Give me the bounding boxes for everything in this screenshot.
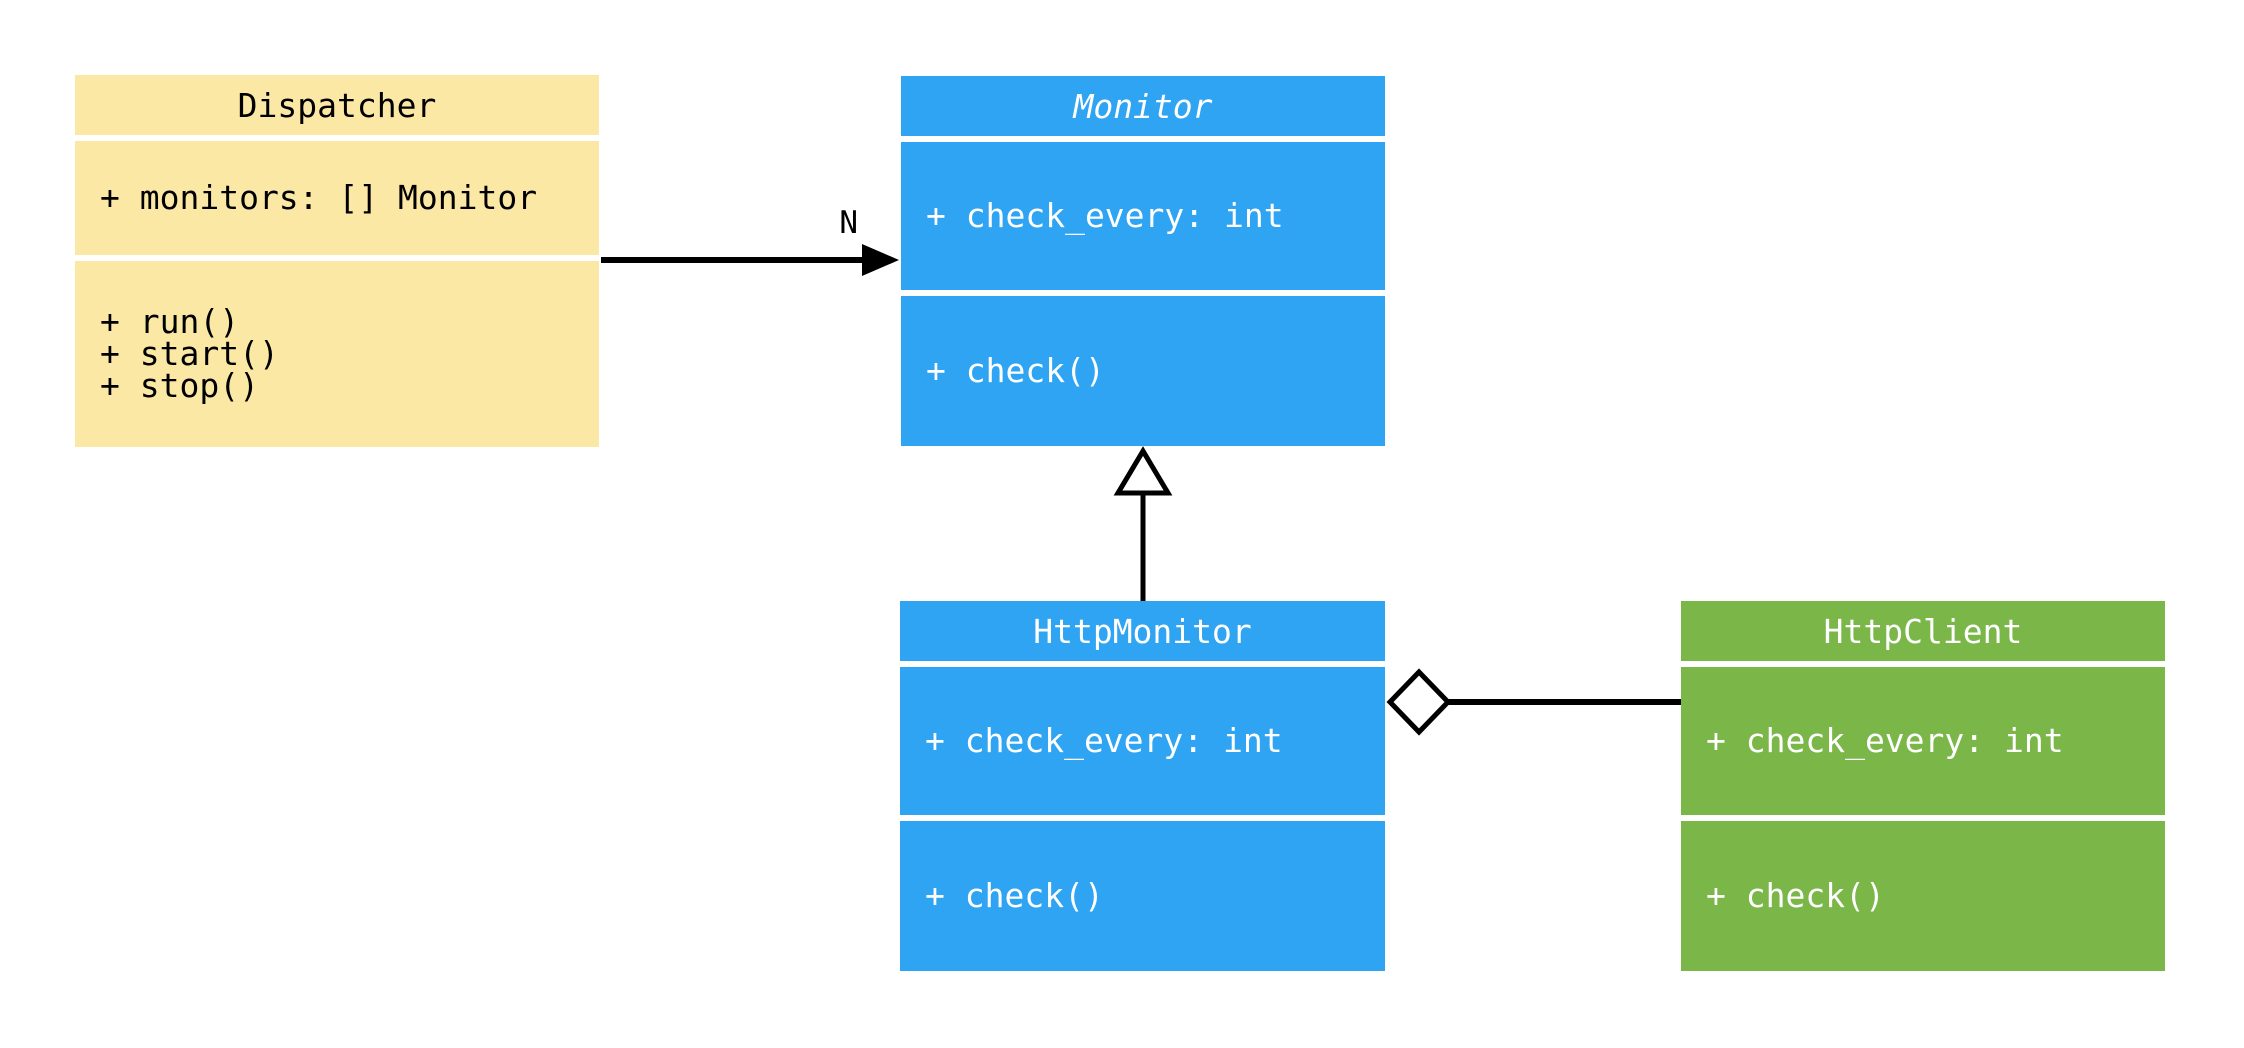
attributes-section: + check_every: int — [1681, 667, 2165, 815]
class-dispatcher: Dispatcher + monitors: [] Monitor + run(… — [75, 75, 599, 447]
inheritance-triangle-icon — [1113, 446, 1173, 496]
class-name: HttpClient — [1823, 611, 2023, 651]
method: + check() — [926, 351, 1105, 390]
class-name: Dispatcher — [237, 85, 437, 125]
aggregation-diamond-icon — [1386, 668, 1452, 736]
attribute: + monitors: [] Monitor — [100, 178, 538, 217]
class-title: HttpClient — [1681, 601, 2165, 661]
method: + check() — [925, 876, 1104, 915]
multiplicity-label: N — [839, 205, 858, 241]
method: + start() — [100, 334, 279, 373]
methods-section: + check() — [900, 821, 1385, 971]
association-arrowhead-icon — [862, 244, 899, 276]
methods-section: + run() + start() + stop() — [75, 261, 599, 447]
class-monitor: Monitor + check_every: int + check() — [901, 76, 1385, 446]
attributes-section: + check_every: int — [900, 667, 1385, 815]
class-title: Dispatcher — [75, 75, 599, 135]
attributes-section: + monitors: [] Monitor — [75, 141, 599, 255]
method: + stop() — [100, 366, 259, 405]
attribute: + check_every: int — [925, 721, 1283, 760]
methods-section: + check() — [901, 296, 1385, 446]
class-name: Monitor — [1073, 86, 1213, 126]
class-title: Monitor — [901, 76, 1385, 136]
attribute: + check_every: int — [926, 196, 1284, 235]
method: + check() — [1706, 876, 1885, 915]
class-title: HttpMonitor — [900, 601, 1385, 661]
methods-section: + check() — [1681, 821, 2165, 971]
attributes-section: + check_every: int — [901, 142, 1385, 290]
method: + run() — [100, 302, 240, 341]
class-httpclient: HttpClient + check_every: int + check() — [1681, 601, 2165, 971]
class-httpmonitor: HttpMonitor + check_every: int + check() — [900, 601, 1385, 971]
attribute: + check_every: int — [1706, 721, 2064, 760]
class-name: HttpMonitor — [1033, 611, 1252, 651]
